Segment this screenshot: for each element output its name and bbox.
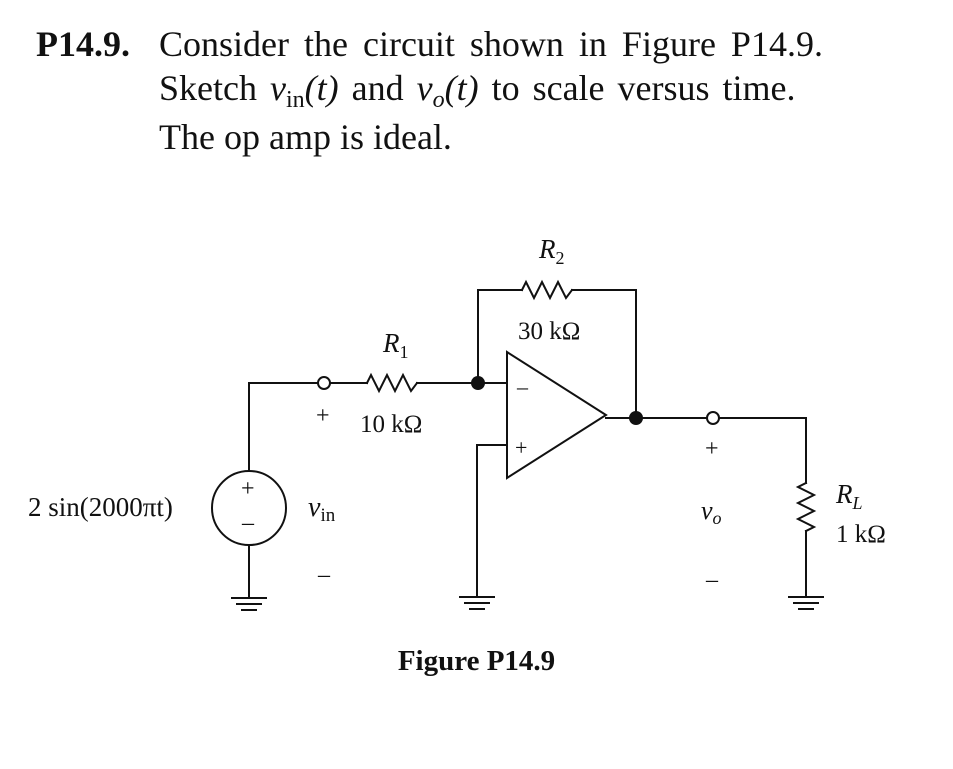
- node-inverting: [471, 376, 485, 390]
- figure-caption: Figure P14.9: [397, 645, 556, 677]
- vin-label: vin: [308, 492, 336, 526]
- source-minus: –: [241, 510, 255, 536]
- r1-value: 10 kΩ: [360, 411, 422, 438]
- vin-terminal: [317, 376, 331, 390]
- problem-line-1: Consider the circuit shown in Figure P14…: [159, 24, 823, 64]
- problem-line-3: The op amp is ideal.: [159, 117, 452, 157]
- problem-number: P14.9.: [36, 24, 130, 64]
- wire-load-top: [718, 417, 807, 484]
- ground-noninverting: [459, 596, 495, 610]
- vin-plus: +: [316, 403, 330, 429]
- rl-value: 1 kΩ: [836, 521, 886, 548]
- resistor-rl: [795, 481, 817, 533]
- rl-name: RL: [835, 479, 863, 513]
- resistor-r2: [520, 279, 574, 301]
- r2-name: R2: [538, 234, 565, 268]
- opamp-plus: +: [515, 435, 527, 460]
- opamp-minus: –: [516, 374, 529, 399]
- r2-value: 30 kΩ: [518, 318, 580, 345]
- vo-minus: –: [705, 567, 719, 593]
- opamp-body: [506, 350, 608, 480]
- source-plus: +: [241, 476, 255, 502]
- wire-source-top: [248, 382, 319, 471]
- ground-source: [231, 590, 267, 611]
- node-output: [629, 411, 643, 425]
- wire-feedback-right: [571, 289, 637, 419]
- wire-feedback-left: [477, 289, 523, 384]
- vo-label: vo: [701, 496, 722, 528]
- voltage-source: [211, 470, 287, 546]
- ground-load: [788, 596, 824, 610]
- source-label: 2 sin(2000πt): [28, 492, 173, 522]
- vin-minus: –: [317, 562, 331, 588]
- problem-text: Consider the circuit shown in Figure P14…: [159, 22, 929, 159]
- resistor-r1: [365, 372, 419, 394]
- wire-noninverting-input: [476, 444, 508, 596]
- vo-terminal: [706, 411, 720, 425]
- problem-line-2: Sketch vin(t) and vo(t) to scale versus …: [159, 68, 796, 113]
- vo-plus: +: [705, 436, 719, 462]
- r1-name: R1: [382, 328, 409, 362]
